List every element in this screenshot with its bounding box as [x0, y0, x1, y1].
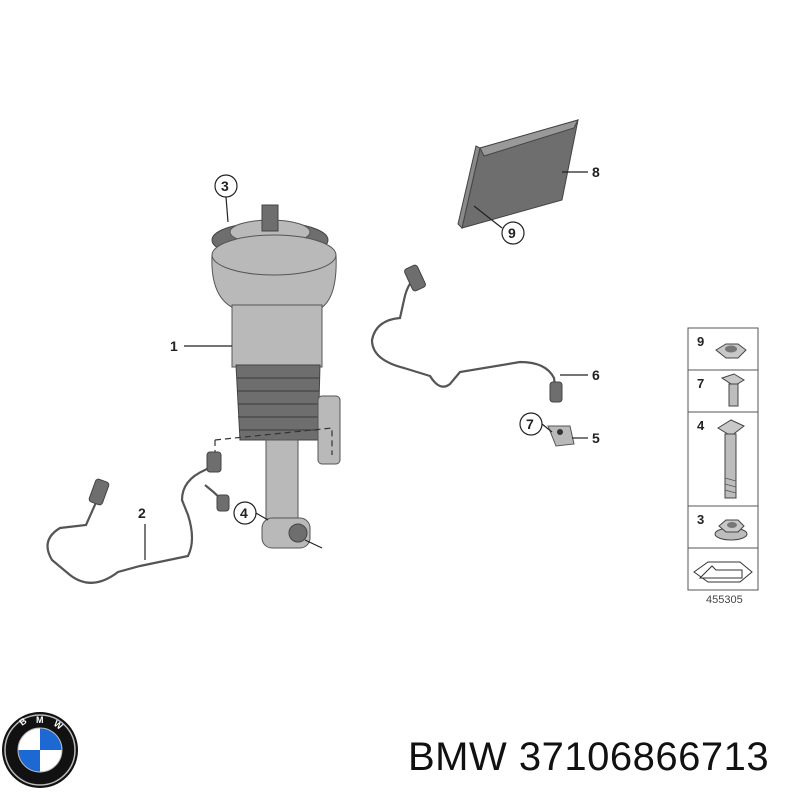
bmw-roundel-icon: B M W	[2, 712, 78, 788]
legend-item-3: 4	[697, 418, 705, 433]
legend-item-1: 9	[697, 334, 704, 349]
short-bolt-icon	[720, 373, 745, 407]
callout-4-circle	[233, 501, 257, 525]
sensor-cable-left	[46, 451, 230, 584]
svg-text:B: B	[17, 715, 28, 727]
arrow-icon	[693, 561, 753, 583]
callout-4: 4	[240, 505, 248, 521]
legend-item-4: 3	[697, 512, 704, 527]
callout-2: 2	[138, 505, 146, 521]
callout-6: 6	[592, 367, 600, 383]
air-strut-assembly	[211, 204, 341, 549]
reference-number: 455305	[706, 594, 743, 606]
callout-9-circle	[501, 221, 525, 245]
callout-1: 1	[170, 338, 178, 354]
svg-text:M: M	[36, 715, 44, 725]
callout-8: 8	[592, 164, 600, 180]
callout-5: 5	[592, 430, 600, 446]
brand-part-number: BMW 37106866713	[408, 735, 770, 779]
long-bolt-icon	[717, 419, 745, 499]
nut-icon	[715, 343, 747, 359]
callout-9: 9	[508, 225, 516, 241]
sensor-cable-right	[370, 264, 563, 403]
sensor-bracket	[547, 425, 575, 447]
flange-nut-icon	[714, 519, 748, 541]
legend-item-2: 7	[697, 376, 704, 391]
fastener-legend: 9 7 4 3	[687, 327, 759, 606]
callout-3: 3	[221, 178, 229, 194]
control-unit	[457, 119, 579, 229]
callout-7: 7	[526, 416, 534, 432]
dashed-guide	[214, 427, 333, 455]
